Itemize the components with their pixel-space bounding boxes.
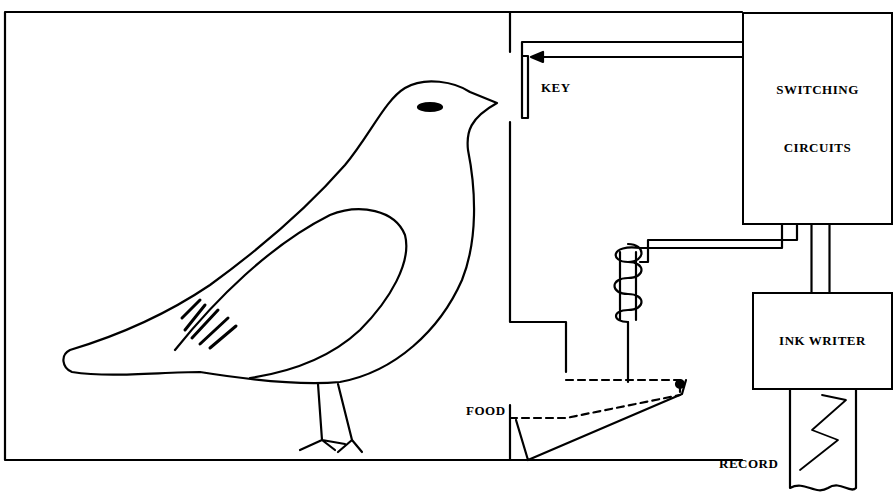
- key-wire: [522, 42, 742, 56]
- part-label: FOOD: [466, 403, 506, 419]
- record-trace: [800, 395, 846, 470]
- chamber-outline: [5, 12, 742, 460]
- hopper-pivot: [676, 380, 684, 388]
- food-hopper: [510, 380, 680, 418]
- box-label: INK WRITER: [779, 333, 866, 349]
- pigeon-wing: [175, 209, 406, 378]
- box-label: SWITCHING CIRCUITS: [768, 61, 868, 175]
- pigeon-legs: [300, 384, 362, 452]
- key-wire: [534, 56, 742, 58]
- pigeon-eye: [418, 103, 442, 111]
- cable-wire: [810, 225, 812, 292]
- food-tray: [516, 380, 686, 460]
- record-paper: [790, 390, 856, 490]
- solenoid-coil: [615, 244, 642, 322]
- wire-arrowhead: [531, 52, 543, 62]
- cable-connector: [812, 225, 830, 292]
- process-box: SWITCHING CIRCUITS: [742, 12, 893, 225]
- partition-wall: [510, 12, 566, 460]
- part-label: RECORD: [719, 456, 778, 472]
- part-label: KEY: [541, 80, 571, 96]
- solenoid-wire: [640, 225, 797, 262]
- pigeon-body: [63, 81, 497, 383]
- solenoid-plunger: [627, 322, 629, 382]
- cable-wire: [828, 225, 830, 292]
- wing-feathers: [182, 300, 236, 348]
- key-symbol: [522, 56, 528, 118]
- process-box: INK WRITER: [752, 292, 893, 390]
